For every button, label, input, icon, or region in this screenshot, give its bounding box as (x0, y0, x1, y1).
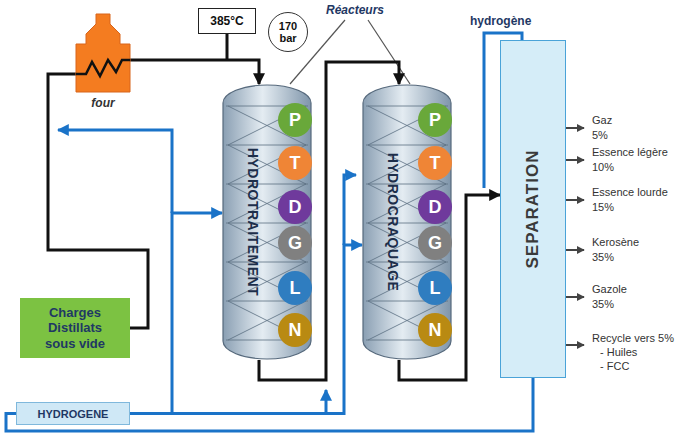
product-label: 35% (592, 298, 614, 310)
stream-label: hydrogène (470, 14, 531, 28)
catalyst-letter: N (289, 321, 302, 339)
hydrogen-pipe (6, 378, 533, 431)
node-label: HYDROTRAITEMENT (245, 148, 261, 296)
output-arrow (566, 159, 584, 161)
output-arrow (566, 344, 584, 346)
catalyst-letter: L (290, 279, 301, 297)
catalyst-circle: P (418, 103, 452, 137)
product-label: 15% (592, 201, 614, 213)
catalyst-letter: N (429, 321, 442, 339)
product-label: Kerosène (592, 236, 639, 248)
node-label: 170 bar (272, 20, 304, 44)
catalyst-letter: T (430, 154, 441, 172)
catalyst-letter: D (429, 198, 442, 216)
catalyst-circle: T (278, 146, 312, 180)
product-label: 10% (592, 161, 614, 173)
catalyst-circle: L (418, 271, 452, 305)
reactor-vessel: HYDROCRAQUAGE P T DG L N (362, 84, 452, 360)
node-label: Charges Distillats sous vide (33, 305, 117, 352)
product-label: Essence lourde (592, 186, 668, 198)
callout-label: Réacteurs (326, 3, 384, 17)
output-arrow (566, 199, 584, 201)
catalyst-circle: N (278, 313, 312, 347)
product-label: Gaz (592, 114, 612, 126)
vessel-outline (223, 85, 311, 359)
catalyst-letter: P (429, 111, 441, 129)
output-arrow (566, 127, 584, 129)
furnace-shape (76, 14, 130, 92)
catalyst-circle: D (278, 190, 312, 224)
product-label: 5% (592, 129, 608, 141)
catalyst-circle: T (418, 146, 452, 180)
process-pipe (130, 60, 259, 84)
leader-line (368, 20, 410, 84)
furnace-body (76, 14, 130, 92)
catalyst-circle: P (278, 103, 312, 137)
process-pipe (48, 74, 148, 328)
node-label: SEPARATION (523, 150, 543, 269)
output-arrow (566, 296, 584, 298)
catalyst-letter: L (430, 279, 441, 297)
product-label: Essence légère (592, 146, 668, 158)
node-label: 385°C (210, 14, 244, 28)
temperature-box: 385°C (198, 8, 256, 34)
product-label: 35% (592, 251, 614, 263)
hydrogen-line (344, 175, 356, 245)
catalyst-circle: L (278, 271, 312, 305)
catalyst-circle: G (278, 226, 312, 260)
catalyst-letter: P (289, 111, 301, 129)
product-label: Recycle vers 5% (592, 332, 674, 344)
vessel-outline (363, 85, 451, 359)
catalyst-circle: D (418, 190, 452, 224)
catalyst-circle: N (418, 313, 452, 347)
catalyst-letter: T (290, 154, 301, 172)
hydrogen-box: HYDROGENE (16, 402, 130, 425)
hydrogen-line (58, 130, 172, 213)
node-label: HYDROGENE (38, 408, 109, 420)
node-label: HYDROCRAQUAGE (385, 153, 401, 292)
catalyst-circle: G (418, 226, 452, 260)
feed-box: Charges Distillats sous vide (20, 298, 130, 358)
furnace-coil (76, 60, 130, 76)
reactor-vessel: HYDROTRAITEMENT P T DG L N (222, 84, 312, 360)
temperature-tap (226, 34, 229, 60)
output-arrow (566, 249, 584, 251)
hydrogen-pipe (130, 213, 222, 414)
product-label: Gazole (592, 283, 627, 295)
product-label: - FCC (600, 360, 629, 372)
separation-column: SEPARATION (500, 40, 566, 378)
node-label: four (76, 96, 130, 110)
pressure-circle: 170 bar (268, 12, 308, 52)
hydrogen-line (325, 390, 328, 413)
furnace: four (76, 14, 130, 92)
catalyst-letter: G (288, 234, 302, 252)
product-label: - Huiles (600, 346, 637, 358)
catalyst-letter: D (289, 198, 302, 216)
catalyst-letter: G (428, 234, 442, 252)
